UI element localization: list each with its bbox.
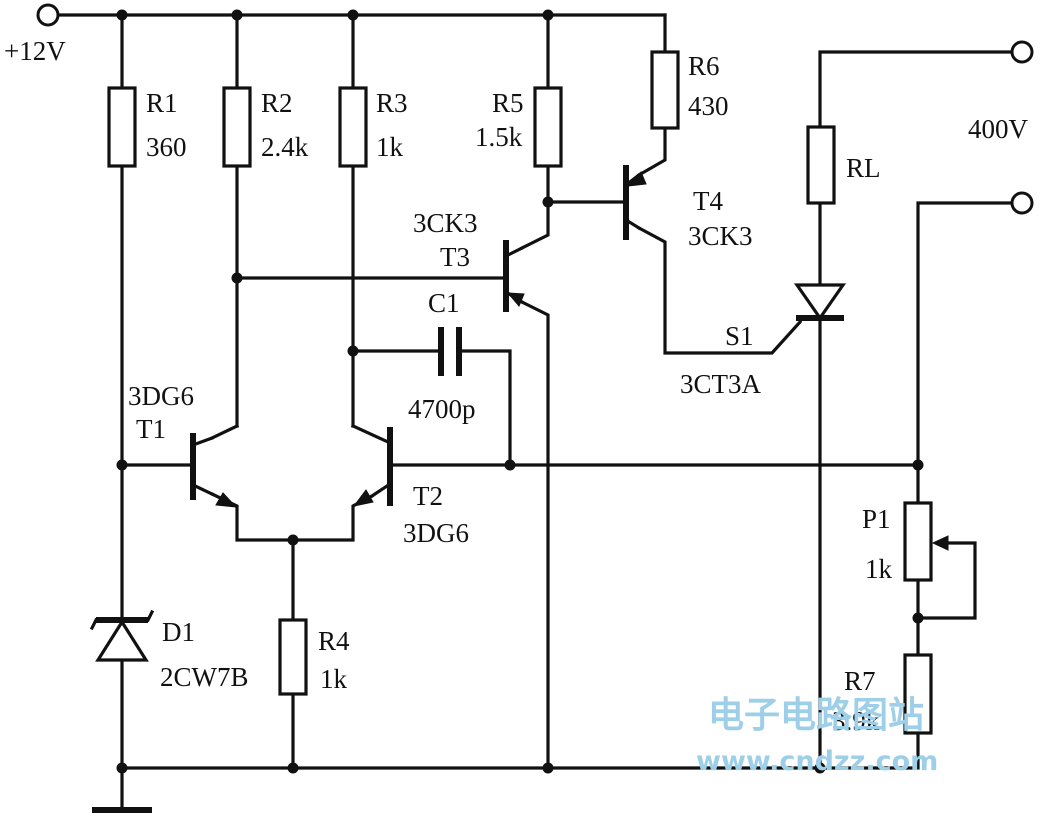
t4-ref: T4 <box>693 186 723 216</box>
watermark-line1: 电子电路图站 <box>708 695 924 736</box>
r6-body <box>650 50 680 130</box>
p1-body <box>903 501 933 582</box>
t4-type: 3CK3 <box>688 221 753 251</box>
zener-d1-symbol <box>89 609 155 662</box>
r7-ref: R7 <box>844 666 876 696</box>
r1-value: 360 <box>146 132 187 162</box>
t1-symbol <box>190 433 238 508</box>
t3-type: 3CK3 <box>413 208 478 238</box>
watermark-line2: www.cndzz.com <box>696 746 938 777</box>
t2-type: 3DG6 <box>403 518 469 548</box>
output-label: 400V <box>968 114 1029 144</box>
junction-dots <box>116 9 924 774</box>
r4-body <box>278 618 308 696</box>
r3-ref: R3 <box>376 88 408 118</box>
r2-body <box>222 86 252 168</box>
p1-value: 1k <box>865 554 893 584</box>
r4-ref: R4 <box>318 626 350 656</box>
t3-symbol <box>503 240 525 312</box>
scr-s1-symbol <box>793 283 847 321</box>
scr-ref: S1 <box>725 321 754 351</box>
rl-body <box>806 125 836 205</box>
r7-value: 3.9k <box>832 706 880 736</box>
output-terminal-lower <box>1010 191 1034 215</box>
p1-ref: P1 <box>862 504 891 534</box>
r2-value: 2.4k <box>261 132 309 162</box>
terminals <box>36 3 1034 215</box>
r3-body <box>338 86 368 168</box>
r7-body <box>903 653 933 735</box>
supply-terminal <box>36 3 60 27</box>
t1-ref: T1 <box>136 414 166 444</box>
r2-ref: R2 <box>261 88 293 118</box>
rl-ref: RL <box>846 153 881 183</box>
r4-value: 1k <box>320 664 348 694</box>
t2-symbol <box>352 427 393 507</box>
capacitor-c1-symbol <box>438 327 462 376</box>
r1-body <box>107 86 137 168</box>
r3-value: 1k <box>376 132 404 162</box>
c1-ref: C1 <box>428 288 460 318</box>
d1-ref: D1 <box>162 617 195 647</box>
t4-symbol <box>623 165 647 240</box>
t2-ref: T2 <box>413 481 443 511</box>
t3-ref: T3 <box>440 242 470 272</box>
supply-label: +12V <box>4 36 66 66</box>
r5-value: 1.5k <box>475 122 523 152</box>
r6-ref: R6 <box>688 51 720 81</box>
resistor-bodies <box>107 50 949 735</box>
d1-type: 2CW7B <box>160 662 249 692</box>
r5-body <box>533 86 563 168</box>
t1-type: 3DG6 <box>128 381 194 411</box>
r5-ref: R5 <box>492 88 524 118</box>
scr-type: 3CT3A <box>680 369 762 399</box>
p1-wiper-arrow <box>931 535 949 551</box>
watermark: 电子电路图站 www.cndzz.com <box>696 695 938 777</box>
r6-value: 430 <box>688 91 729 121</box>
labels: +12V 400V R1 360 R2 2.4k R3 1k R5 1.5k R… <box>4 36 1029 736</box>
r1-ref: R1 <box>146 88 178 118</box>
output-terminal-upper <box>1010 40 1034 64</box>
c1-value: 4700p <box>408 394 476 424</box>
